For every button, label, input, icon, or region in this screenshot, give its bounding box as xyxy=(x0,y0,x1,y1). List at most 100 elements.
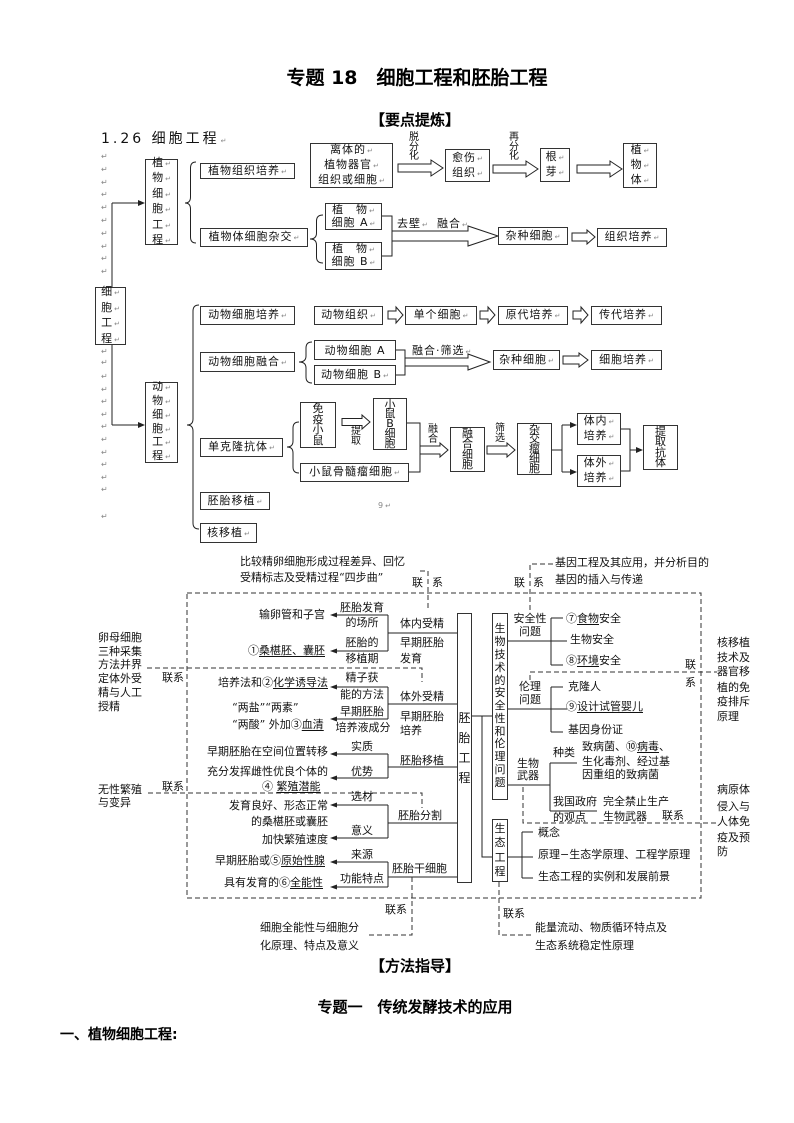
paragraph-mark: ↵ xyxy=(101,165,108,174)
node-char: 动 xyxy=(152,380,165,394)
node-char: 物 xyxy=(152,393,165,407)
answer-text: 病毒 xyxy=(637,740,659,753)
node-label: 动物细胞融合↵ xyxy=(208,355,287,370)
step-label-dedifferentiation: 脱分化 xyxy=(409,132,419,162)
paragraph-mark: ↵ xyxy=(101,448,108,457)
paragraph-mark: ↵ xyxy=(101,347,108,356)
node-char-line: 物↵ xyxy=(152,393,171,409)
node-text: 组织培养 xyxy=(604,230,653,243)
hollow-arrow-wall-removal-fusion xyxy=(391,225,500,247)
node-callus: 愈伤↵ 组织↵ xyxy=(445,149,490,182)
paragraph-mark: ↵ xyxy=(101,485,108,494)
paragraph-mark: ↵ xyxy=(379,177,385,185)
annotation-text: 卵母细胞 xyxy=(98,631,142,644)
node-label: 杂种细胞↵ xyxy=(499,353,554,368)
node-animal-hybrid-culture: 细胞培养↵ xyxy=(591,350,662,370)
paragraph-mark: ↵ xyxy=(369,206,375,215)
paragraph-mark: ↵ xyxy=(477,169,483,178)
node-char: 程 xyxy=(152,449,165,463)
answer-text: 血清 xyxy=(301,718,324,731)
node-label: 细胞培养↵ xyxy=(599,353,654,368)
link-label: 联 xyxy=(514,576,525,589)
node-label: 组织↵ xyxy=(452,166,483,181)
paragraph-mark: ↵ xyxy=(383,371,389,380)
hollow-arrow-fusion-screening xyxy=(404,353,492,371)
paragraph-mark: ↵ xyxy=(101,358,108,367)
blank-number: ⑤ xyxy=(270,854,281,867)
page-mark: 9↵ xyxy=(378,499,391,513)
paragraph-mark: ↵ xyxy=(165,425,171,434)
link-label: 联系 xyxy=(162,780,184,793)
node-char: 工 xyxy=(101,316,114,329)
branch-label-in-vitro-fertilization: 体外受精 xyxy=(400,690,444,703)
relation-label: 我国政府 xyxy=(553,795,597,808)
dashed-link-transplant xyxy=(529,671,717,680)
node-char-line: 工↵ xyxy=(152,435,171,450)
paragraph-mark: ↵ xyxy=(558,154,565,162)
node-label: 动物细胞 A xyxy=(324,344,385,357)
node-text: 杂种细胞 xyxy=(505,228,554,242)
value-text: “两酸” 外加③血清 xyxy=(232,718,324,732)
paragraph-mark: ↵ xyxy=(165,384,171,393)
relation-label: 胚胎的 xyxy=(345,636,379,649)
brace-animal-fusion xyxy=(298,341,313,384)
node-animal-tissue: 动物组织↵ xyxy=(314,306,383,325)
node-text: 愈伤 xyxy=(452,150,477,164)
connector-hybridoma-split xyxy=(552,424,571,473)
step-label-fuse: 融合 xyxy=(428,424,438,445)
node-text: 培养 xyxy=(583,429,608,442)
paragraph-mark: ↵ xyxy=(422,221,428,229)
node-text: 动物细胞 A xyxy=(324,343,386,357)
paragraph-mark: ↵ xyxy=(643,177,650,185)
answer-text: 繁殖潜能 xyxy=(276,780,321,793)
paragraph-mark: ↵ xyxy=(462,221,468,229)
node-label: 体内↵ xyxy=(584,414,615,429)
paragraph-mark: ↵ xyxy=(101,152,108,161)
value-text: 输卵管和子宫 xyxy=(259,608,325,621)
item-text: 基因身份证 xyxy=(568,723,623,736)
node-label: 细胞 B↵ xyxy=(332,256,376,269)
node-label: 植物体细胞杂交↵ xyxy=(209,230,300,245)
bracket-ethics xyxy=(508,686,567,733)
relation-label: 功能特点 xyxy=(340,872,384,885)
paragraph-mark: ↵ xyxy=(101,512,108,521)
annotation-text: 定体外受 xyxy=(98,672,142,685)
node-char-line: 工↵ xyxy=(101,316,120,332)
node-label: 细胞 A↵ xyxy=(332,216,376,230)
link-label: 系 xyxy=(685,676,696,689)
paragraph-mark: ↵ xyxy=(608,460,615,468)
node-char: 细 xyxy=(152,186,165,200)
paragraph-mark: ↵ xyxy=(648,356,654,365)
paragraph-mark: ↵ xyxy=(653,234,660,242)
item-text: 生态工程的实例和发展前景 xyxy=(538,870,670,883)
node-text: 植物器官 xyxy=(324,158,373,171)
value-text: “两盐”“两素” xyxy=(232,701,299,714)
node-text: 植 物 xyxy=(332,242,369,255)
step-label-screen: 筛选 xyxy=(495,423,505,444)
item-text: 生化毒剂、经过基 xyxy=(582,755,670,768)
paragraph-mark: ↵ xyxy=(608,418,615,426)
value-text: ④ 繁殖潜能 xyxy=(262,780,321,794)
node-char-line: 程↵ xyxy=(101,332,120,348)
connector-culture-merge xyxy=(621,428,637,472)
arrowhead-left xyxy=(330,802,337,808)
node-animal-cell-culture: 动物细胞培养↵ xyxy=(200,306,295,325)
node-char: 物 xyxy=(152,171,165,184)
arrowhead-left xyxy=(330,751,337,757)
paragraph-mark: ↵ xyxy=(165,206,171,214)
relation-label: 的观点 xyxy=(553,811,586,824)
value-text: 培养法和②化学诱导法 xyxy=(218,676,328,690)
paragraph-mark: ↵ xyxy=(281,167,287,176)
item-text: 生物武器 xyxy=(603,810,647,823)
paragraph-mark: ↵ xyxy=(101,410,108,419)
node-monoclonal-antibody: 单克隆抗体↵ xyxy=(200,438,283,457)
node-char: 细 xyxy=(101,285,114,298)
link-label: 联 xyxy=(412,576,423,589)
paragraph-mark: ↵ xyxy=(462,312,469,320)
step-label-fusion: 融合↵ xyxy=(437,217,468,232)
paragraph-mark: ↵ xyxy=(244,529,250,538)
page-title: 专题 18 细胞工程和胚胎工程 xyxy=(286,67,548,89)
dashed-link-pathogen xyxy=(522,787,717,824)
brace-plant-hybrid xyxy=(309,214,324,264)
paragraph-mark: ↵ xyxy=(477,154,483,163)
